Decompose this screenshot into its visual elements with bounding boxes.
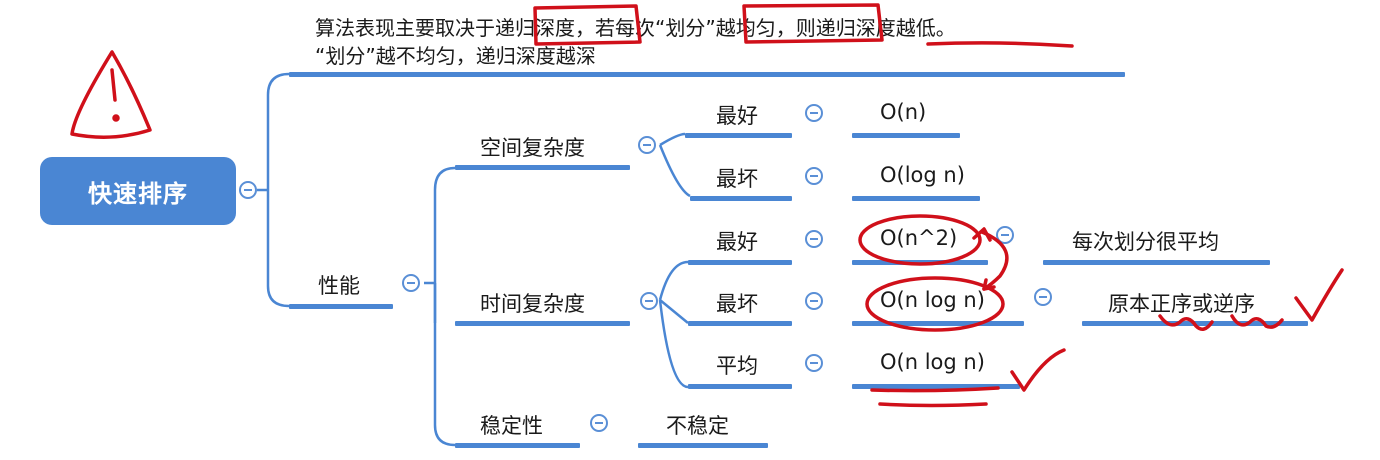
squiggle-mark-1	[1158, 314, 1214, 331]
time-worst-underline	[688, 321, 792, 326]
performance-collapse-toggle[interactable]	[402, 274, 420, 292]
time-best-value: O(n^2)	[880, 226, 958, 250]
space-worst-toggle[interactable]	[805, 167, 823, 185]
root-collapse-toggle[interactable]	[239, 181, 257, 199]
time-complexity-label[interactable]: 时间复杂度	[480, 292, 585, 316]
header-underline	[289, 72, 1125, 77]
time-worst-toggle[interactable]	[805, 292, 823, 310]
performance-underline	[289, 304, 393, 309]
time-best-note-underline	[1043, 260, 1270, 265]
time-avg-label[interactable]: 平均	[716, 354, 758, 378]
time-best-underline	[688, 260, 792, 265]
time-avg-value-underline	[852, 384, 1020, 389]
stability-value: 不稳定	[666, 414, 729, 438]
space-complexity-label[interactable]: 空间复杂度	[480, 136, 585, 160]
connector-space	[433, 166, 456, 283]
warning-dot-mark	[112, 114, 120, 122]
stability-collapse-toggle[interactable]	[590, 414, 608, 432]
space-worst-underline	[690, 196, 792, 201]
time-avg-toggle[interactable]	[805, 354, 823, 372]
swap-arrow-mark	[980, 230, 1009, 291]
underline-lower-depth	[926, 41, 1074, 48]
space-worst-value: O(log n)	[880, 163, 965, 187]
check-mark-worst-note	[1294, 268, 1344, 322]
stability-label[interactable]: 稳定性	[480, 414, 543, 438]
check-mark-average	[1010, 348, 1066, 392]
time-best-label[interactable]: 最好	[716, 230, 758, 254]
space-worst-value-underline	[852, 196, 980, 201]
space-collapse-toggle[interactable]	[638, 136, 656, 154]
stability-underline	[455, 443, 580, 448]
highlight-box-even-partition	[742, 3, 884, 44]
stability-value-underline	[638, 443, 768, 448]
underline-avg-2	[878, 402, 988, 408]
space-best-toggle[interactable]	[805, 104, 823, 122]
circle-best-time	[858, 214, 982, 266]
space-complexity-underline	[455, 165, 630, 170]
connector-header	[266, 72, 290, 190]
circle-worst-time	[865, 276, 1005, 332]
header-note-line2: “划分”越不均匀，递归深度越深	[315, 44, 596, 68]
space-worst-label[interactable]: 最坏	[716, 167, 758, 191]
squiggle-mark-2	[1230, 314, 1284, 329]
space-best-value: O(n)	[880, 100, 927, 124]
space-best-underline	[685, 133, 792, 138]
warning-exclamation-mark	[110, 68, 117, 102]
time-avg-underline	[688, 384, 792, 389]
time-worst-value: O(n log n)	[880, 288, 985, 312]
performance-label[interactable]: 性能	[318, 274, 360, 298]
root-node[interactable]: 快速排序	[40, 157, 236, 225]
time-worst-value-underline	[852, 321, 1024, 326]
time-worst-label[interactable]: 最坏	[716, 292, 758, 316]
header-note-line1: 算法表现主要取决于递归深度，若每次“划分”越均匀，则递归深度越低。	[315, 16, 956, 40]
warning-triangle-mark	[70, 50, 152, 139]
time-best-value-toggle[interactable]	[996, 226, 1014, 244]
connector-stability	[433, 283, 456, 447]
time-best-toggle[interactable]	[805, 230, 823, 248]
underline-avg-1	[870, 386, 1000, 393]
space-best-label[interactable]: 最好	[716, 104, 758, 128]
time-avg-value: O(n log n)	[880, 350, 985, 374]
time-worst-value-toggle[interactable]	[1034, 288, 1052, 306]
time-worst-note: 原本正序或逆序	[1108, 292, 1255, 316]
time-best-note: 每次划分很平均	[1072, 230, 1219, 254]
connector-performance	[266, 190, 290, 308]
highlight-box-recursion-depth	[533, 4, 642, 46]
space-best-value-underline	[852, 133, 960, 138]
time-collapse-toggle[interactable]	[640, 292, 658, 310]
time-complexity-underline	[455, 321, 630, 326]
